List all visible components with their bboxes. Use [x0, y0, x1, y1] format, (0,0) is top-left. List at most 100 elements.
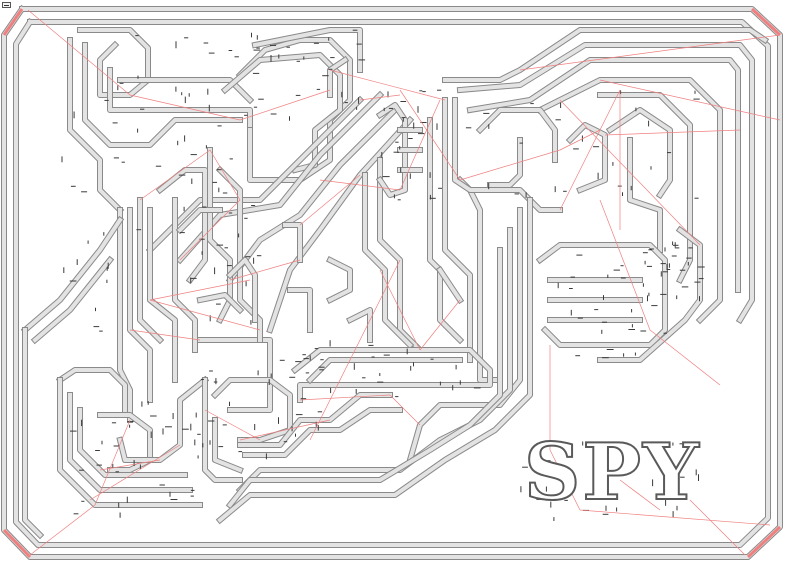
copper-trace-29: [477, 108, 557, 162]
copper-trace-22: [198, 338, 272, 412]
copper-trace-65: [242, 407, 403, 458]
copper-trace-46: [148, 208, 177, 382]
copper-trace-67: [377, 103, 407, 197]
copper-trace-34: [535, 242, 668, 348]
ratsnest-line-35: [579, 509, 771, 526]
copper-trace-20: [307, 358, 462, 383]
copper-trace-4: [83, 43, 242, 147]
copper-trace-26: [537, 78, 722, 323]
copper-trace-19: [292, 348, 492, 402]
copper-trace-30: [488, 138, 522, 187]
ratsnest-line-31: [29, 504, 96, 556]
copper-trace-41: [227, 248, 502, 508]
copper-trace-27: [598, 93, 692, 283]
copper-trace-22: [197, 337, 273, 413]
ratsnest-line-1: [129, 94, 241, 121]
ratsnest-line-0: [27, 9, 131, 96]
copper-trace-65: [243, 408, 402, 457]
ratsnest-line-30: [89, 444, 181, 501]
frame-corner-stub-2: [2, 528, 32, 559]
copper-trace-23: [443, 28, 768, 82]
ratsnest-line-20: [149, 279, 251, 301]
copper-trace-51: [227, 258, 257, 322]
ratsnest-line-26: [389, 394, 421, 426]
copper-trace-76: [197, 293, 243, 313]
ratsnest-line-13: [559, 99, 701, 246]
copper-trace-6: [118, 78, 253, 103]
copper-trace-48: [173, 198, 197, 352]
ratsnest-line-18: [139, 149, 211, 201]
copper-trace-2: [78, 28, 150, 97]
ratsnest-line-5: [459, 149, 561, 181]
copper-trace-73: [347, 308, 372, 342]
ratsnest-line-8: [559, 129, 601, 151]
ratsnest-line-17: [359, 94, 401, 101]
copper-trace-28: [453, 98, 562, 212]
pad-tick-layer: [61, 29, 705, 521]
ratsnest-line-24: [299, 394, 391, 401]
copper-trace-21: [288, 288, 312, 332]
ratsnest-line-7: [599, 79, 781, 121]
ratsnest-line-16: [399, 99, 441, 191]
minus-icon: [4, 4, 9, 6]
ratsnest-line-12: [649, 329, 721, 386]
board-silkscreen-label: SPY: [523, 427, 701, 519]
copper-trace-38: [598, 227, 702, 362]
copper-trace-57: [68, 393, 192, 492]
copper-trace-72: [327, 257, 352, 303]
copper-trace-54: [22, 327, 45, 540]
copper-trace-33: [627, 137, 663, 253]
copper-trace-59: [98, 413, 152, 472]
ratsnest-line-38: [379, 269, 421, 351]
ratsnest-line-15: [319, 179, 401, 191]
copper-trace-33: [628, 138, 662, 252]
copper-trace-52: [20, 215, 125, 335]
copper-trace-12: [227, 107, 398, 283]
ratsnest-line-23: [179, 199, 241, 261]
copper-trace-44: [128, 208, 152, 402]
ratsnest-line-6: [519, 34, 781, 71]
ratsnest-line-34: [549, 449, 581, 511]
copper-trace-40: [237, 228, 512, 493]
copper-trace-34: [537, 243, 667, 347]
copper-trace-13: [267, 117, 413, 333]
frame-corner-stub-1: [750, 7, 782, 37]
copper-trace-58: [78, 408, 187, 477]
ratsnest-line-32: [94, 419, 131, 506]
copper-trace-64: [238, 393, 392, 447]
frame-corner-stub-3: [746, 525, 782, 559]
ratsnest-line-2: [239, 89, 331, 121]
copper-trace-23: [442, 27, 770, 83]
copper-trace-21: [287, 287, 313, 333]
copper-trace-39: [407, 208, 522, 463]
ratsnest-line-41: [229, 259, 301, 281]
ratsnest-layer: [2, 7, 782, 559]
copper-trace-63: [213, 418, 243, 473]
corner-minimize-button[interactable]: [2, 2, 11, 8]
ratsnest-line-21: [149, 299, 261, 331]
trace-layer: [1, 4, 783, 560]
ratsnest-line-28: [204, 409, 261, 441]
copper-trace-75: [177, 208, 222, 233]
copper-trace-9: [252, 28, 362, 72]
ratsnest-line-37: [619, 479, 661, 511]
copper-trace-43: [118, 208, 132, 422]
ratsnest-line-11: [599, 199, 651, 331]
copper-trace-20: [305, 357, 463, 385]
copper-trace-42: [217, 198, 532, 523]
copper-trace-52: [22, 217, 123, 333]
copper-trace-3: [68, 38, 123, 213]
ratsnest-line-36: [689, 499, 746, 556]
copper-trace-15: [363, 173, 413, 348]
frame-corner-stub-0: [2, 8, 24, 36]
copper-trace-55: [57, 368, 127, 412]
ratsnest-line-9: [604, 129, 741, 136]
copper-trace-47: [157, 168, 207, 283]
copper-trace-53: [32, 257, 113, 343]
copper-trace-71: [282, 222, 303, 263]
ratsnest-line-4: [399, 89, 461, 181]
copper-trace-24: [457, 43, 754, 323]
ratsnest-line-39: [419, 299, 461, 351]
copper-trace-61: [203, 378, 242, 482]
